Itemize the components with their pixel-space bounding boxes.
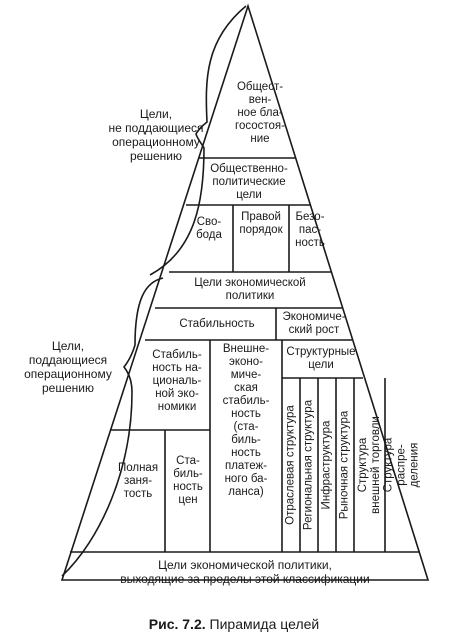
- bottom-bracket-label: Цели, поддающиеся операционному решению: [24, 339, 112, 395]
- cell-employment: Полная заня- тость: [117, 462, 159, 500]
- vert-distrib: Структура распре- деления: [382, 437, 421, 493]
- caption-text: Пирамида целей: [209, 616, 320, 632]
- figure-caption: Рис. 7.2. Пирамида целей: [0, 616, 468, 632]
- cell-national: Стабиль- ность на- циональ- ной эко- ном…: [152, 349, 202, 413]
- bracket-bottom: [61, 277, 164, 577]
- vert-branch: Отраслевая структура: [284, 405, 297, 525]
- cell-freedom: Сво- бода: [196, 216, 222, 241]
- caption-prefix: Рис. 7.2.: [148, 616, 206, 632]
- top-bracket-label: Цели, не поддающиеся операционному решен…: [108, 107, 204, 163]
- cell-external: Внешне- эконо- миче- ская стабиль- ность…: [222, 343, 270, 498]
- cell-welfare: Общест- вен- ное бла- госостоя- ние: [235, 81, 285, 145]
- vert-market: Рыночная структура: [338, 410, 351, 520]
- cell-prices: Ста- биль- ность цен: [173, 455, 203, 506]
- vert-regional: Региональная структура: [302, 399, 315, 531]
- cell-beyond: Цели экономической политики, выходящие з…: [120, 558, 370, 586]
- vert-infra: Инфраструктура: [320, 420, 333, 510]
- cell-structural: Структурные цели: [286, 346, 356, 371]
- cell-security: Безо- пас- ность: [295, 211, 325, 249]
- vert-foreign: Структура внешней торговли: [357, 416, 382, 514]
- cell-stability: Стабильность: [179, 318, 255, 330]
- bracket-top: [149, 5, 247, 276]
- cell-law: Правой порядок: [239, 211, 283, 236]
- cell-socpol: Общественно- политические цели: [210, 163, 288, 201]
- pyramid-outline: [60, 3, 430, 581]
- cell-econpol: Цели экономической политики: [194, 277, 306, 302]
- cell-growth: Экономиче- ский рост: [282, 311, 346, 336]
